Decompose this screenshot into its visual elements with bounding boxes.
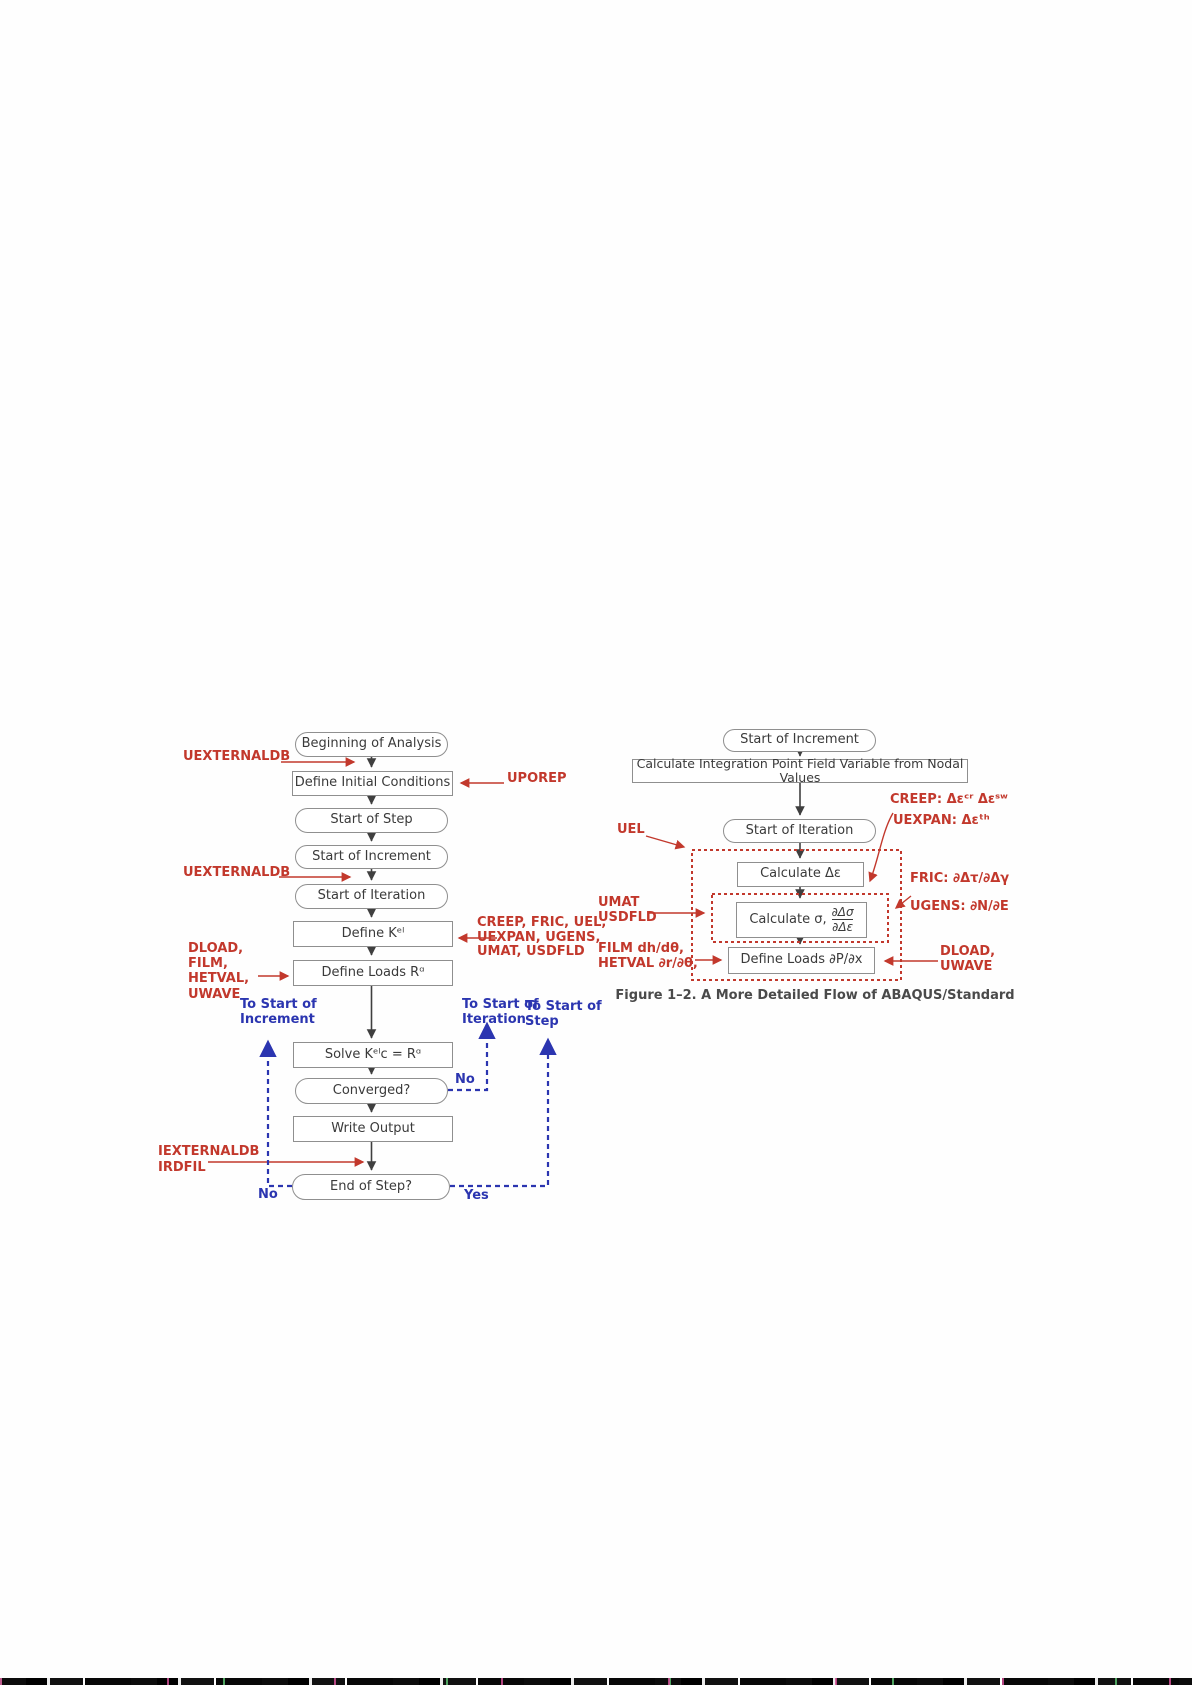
node-start-of-increment-detail: Start of Increment: [723, 729, 876, 752]
label-yes-end-of-step: Yes: [464, 1188, 489, 1203]
node-start-of-increment: Start of Increment: [295, 845, 448, 869]
node-start-of-iteration: Start of Iteration: [295, 884, 448, 909]
label-film-hetval: FILM dh/dθ, HETVAL ∂r/∂θ,: [598, 941, 698, 971]
label-dload-uwave: DLOAD, UWAVE: [940, 944, 996, 974]
label-to-start-of-increment: To Start of Increment: [240, 997, 317, 1027]
label-creep: CREEP: Δεᶜʳ Δεˢʷ: [890, 792, 1008, 807]
node-define-stiffness: Define Kᵉˡ: [293, 921, 453, 947]
label-no-end-of-step: No: [258, 1187, 278, 1202]
label-ugens: UGENS: ∂N/∂E: [910, 899, 1009, 914]
scan-artifact-strip: [0, 1678, 1192, 1685]
node-beginning-of-analysis: Beginning of Analysis: [295, 732, 448, 757]
label-no-converged: No: [455, 1072, 475, 1087]
node-calculate-sigma: Calculate σ, ∂Δσ ∂Δε: [736, 902, 867, 938]
label-to-start-of-step: To Start of Step: [525, 999, 602, 1029]
label-umat-usdfld: UMAT USDFLD: [598, 895, 657, 925]
left-annotation-arrows: [208, 757, 504, 1167]
label-uporep: UPOREP: [507, 771, 567, 786]
right-annotation-arrows: [645, 812, 938, 966]
node-solve: Solve Kᵉˡc = Rᵅ: [293, 1042, 453, 1068]
node-calculate-delta-epsilon: Calculate Δε: [737, 862, 864, 887]
node-define-initial-conditions: Define Initial Conditions: [292, 771, 453, 796]
calculate-sigma-prefix: Calculate σ,: [749, 911, 827, 927]
node-start-of-step: Start of Step: [295, 808, 448, 833]
label-uexternaldb-top: UEXTERNALDB: [183, 749, 291, 764]
label-load-subroutines: DLOAD, FILM, HETVAL, UWAVE: [188, 941, 250, 1002]
label-uexternaldb-mid: UEXTERNALDB: [183, 865, 291, 880]
label-output-subroutines: IEXTERNALDB IRDFIL: [158, 1144, 260, 1175]
node-write-output: Write Output: [293, 1116, 453, 1142]
node-converged: Converged?: [295, 1078, 448, 1104]
label-uel: UEL: [617, 822, 645, 837]
label-to-start-of-iteration: To Start of Iteration: [462, 997, 539, 1027]
label-stiffness-subroutines: CREEP, FRIC, UEL, UEXPAN, UGENS, UMAT, U…: [477, 915, 607, 959]
sigma-fraction: ∂Δσ ∂Δε: [832, 906, 854, 934]
sigma-fraction-numerator: ∂Δσ: [831, 905, 854, 920]
node-calculate-field-variable: Calculate Integration Point Field Variab…: [632, 757, 968, 784]
figure-caption: Figure 1–2. A More Detailed Flow of ABAQ…: [615, 988, 1015, 1003]
node-end-of-step: End of Step?: [292, 1174, 450, 1200]
user-subroutine-dashed-boxes: [691, 849, 902, 981]
label-fric: FRIC: ∂Δτ/∂Δγ: [910, 871, 1010, 886]
node-define-loads-detail: Define Loads ∂P/∂x: [728, 947, 875, 974]
node-start-of-iteration-detail: Start of Iteration: [723, 819, 876, 843]
node-define-loads: Define Loads Rᵅ: [293, 960, 453, 986]
sigma-fraction-denominator: ∂Δε: [832, 919, 854, 934]
label-uexpan: UEXPAN: Δεᵗʰ: [893, 813, 990, 828]
left-loop-arrows: [259, 1021, 557, 1188]
